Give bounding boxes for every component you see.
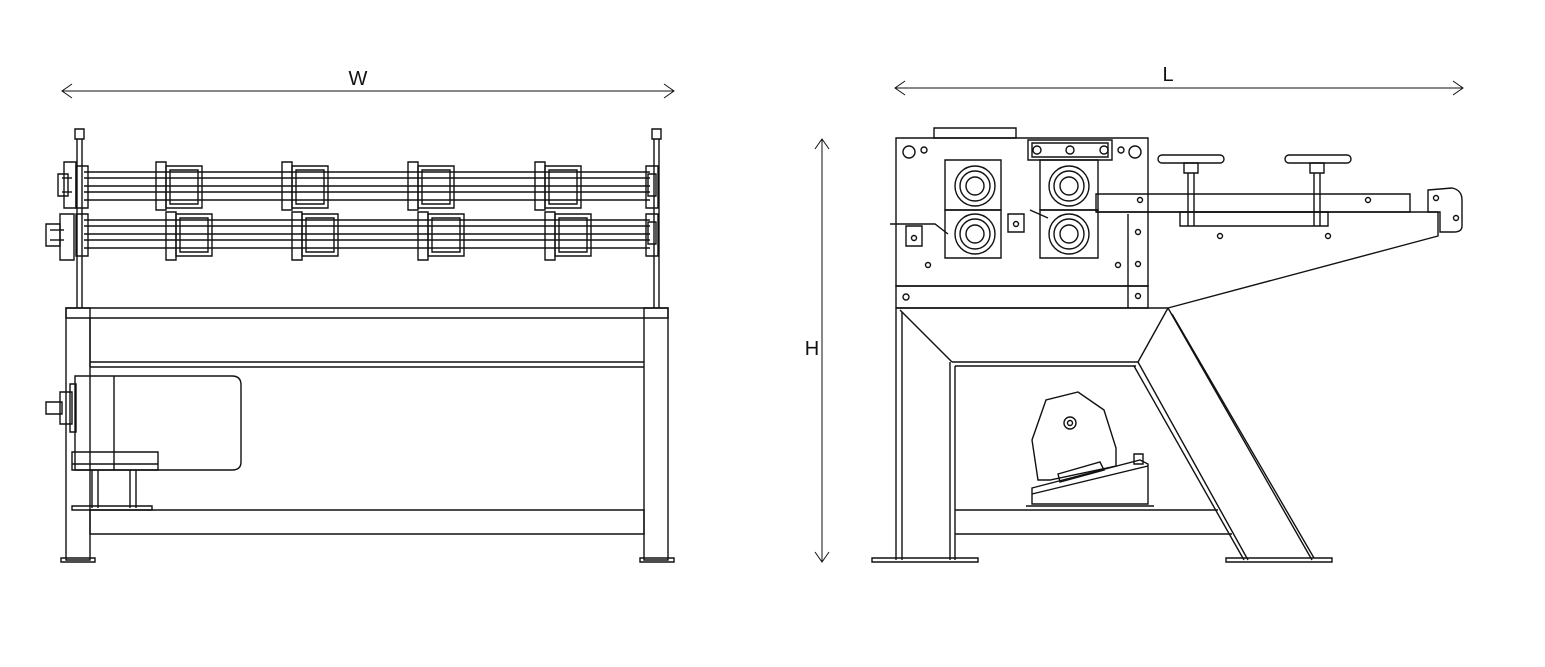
upper-knives — [156, 162, 581, 210]
height-dimension: H — [805, 139, 829, 562]
upper-shaft — [84, 172, 650, 200]
height-label: H — [805, 338, 819, 360]
front-view: W — [46, 68, 674, 562]
drive-motor — [46, 376, 241, 510]
side-motor — [1026, 392, 1154, 506]
front-frame — [61, 308, 674, 562]
lower-shaft — [84, 220, 650, 248]
length-label: L — [1162, 64, 1173, 86]
roller-housing — [896, 128, 1148, 308]
guide-handles — [1158, 155, 1351, 226]
length-dimension: L — [895, 64, 1463, 95]
feed-table — [1096, 188, 1462, 308]
right-bearings — [646, 166, 658, 256]
roller-assembly — [890, 160, 1098, 258]
front-posts — [75, 129, 661, 308]
width-label: W — [349, 68, 368, 90]
left-bearings — [46, 162, 88, 260]
side-frame — [872, 308, 1332, 562]
width-dimension: W — [62, 68, 674, 98]
lower-knives — [166, 212, 591, 260]
side-view: L H — [805, 64, 1463, 562]
